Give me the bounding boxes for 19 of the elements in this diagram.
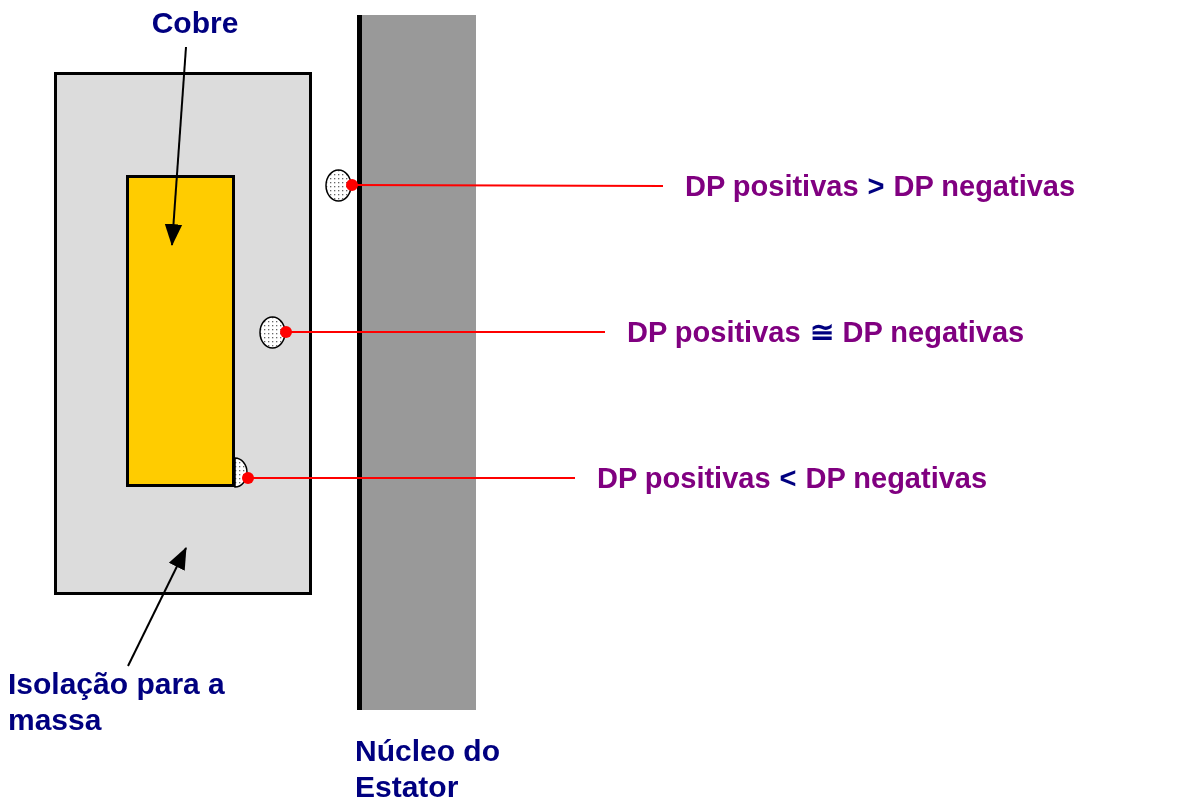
leader-line [280,326,606,338]
arrow [164,46,187,247]
part-label: Isolação para a massa [8,666,256,742]
arrow [127,547,187,667]
discharge-label: DP negativas [805,462,988,494]
discharge-label: DP negativas [842,316,1025,348]
part-label: Núcleo do Estator [355,733,501,805]
comparison-symbol: < [779,462,797,494]
discharge-label: DP positivas [685,170,859,202]
insulation-block [54,72,312,595]
leader-line [242,472,576,484]
discharge-label: DP negativas [893,170,1076,202]
comparison-symbol: > [867,170,885,202]
discharge-label: DP positivas [597,462,771,494]
comparison-symbol: ≅ [809,316,834,348]
leader-line [346,179,664,191]
discharge-label: DP positivas [627,316,801,348]
part-label: Cobre [135,5,255,47]
copper-conductor [126,175,235,487]
